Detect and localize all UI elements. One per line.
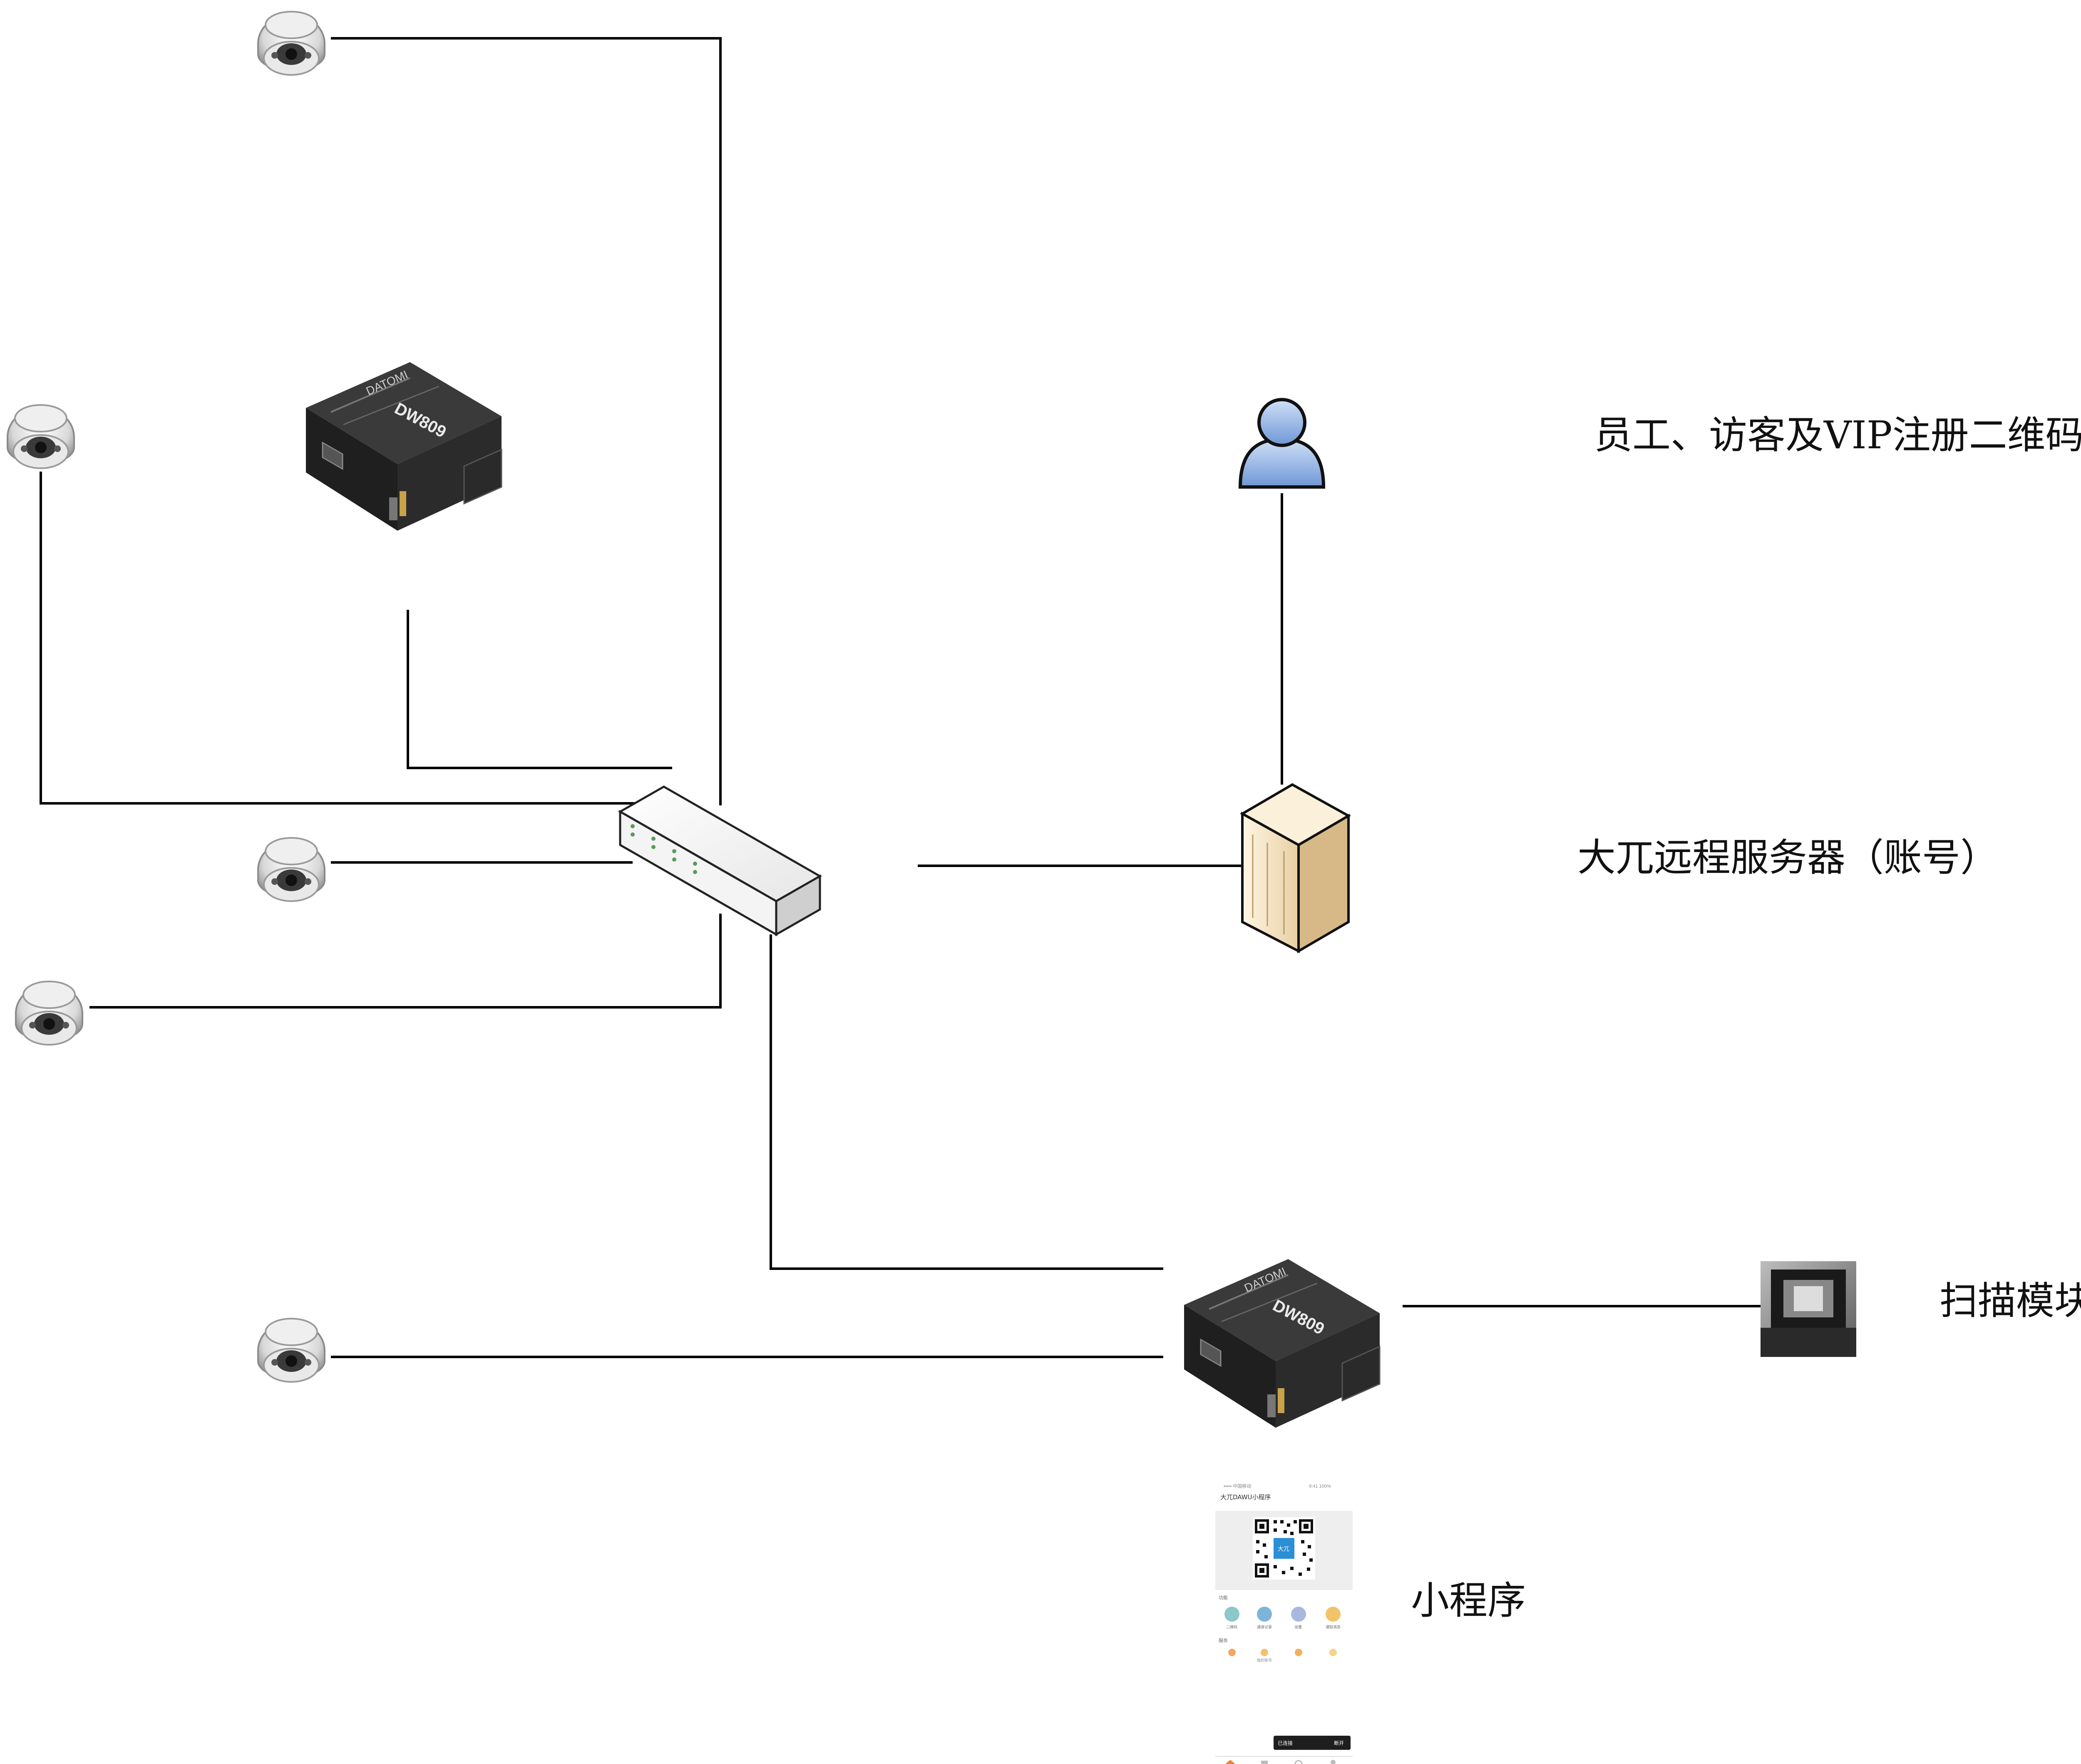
phone-grid-label-1: 通道记录 — [1257, 1625, 1272, 1630]
connection-lines — [40, 37, 1761, 1358]
phone-status-left: ••••• 中国移动 — [1224, 1483, 1251, 1489]
label-scan-module: 扫描模块 — [1939, 1279, 2081, 1323]
scanner-icon — [1761, 1261, 1856, 1357]
phone-grid-label-3: 通知消息 — [1326, 1625, 1341, 1630]
label-registration-qr: 员工、访客及VIP注册二维码 — [1594, 413, 2081, 457]
link-switch-controller2 — [770, 934, 1163, 1270]
dome-camera-icon — [257, 1318, 325, 1383]
controller-icon: DW809 DATOMI — [305, 361, 502, 532]
phone-toast-right: 断开 — [1334, 1740, 1344, 1746]
phone-row2-label: 我的账号 — [1257, 1658, 1272, 1663]
phone-tabbar: 首页 记录 发现 我 — [1225, 1760, 1336, 1764]
label-remote-server: 大兀远程服务器（账号） — [1577, 835, 1999, 880]
phone-title: 大兀DAWU小程序 — [1220, 1493, 1271, 1501]
phone-toast-left: 已连接 — [1278, 1740, 1293, 1746]
phone-grid-label-0: 二维码 — [1226, 1625, 1237, 1630]
label-mini-program: 小程序 — [1411, 1578, 1526, 1623]
controller-icon: DW809 DATOMI — [1183, 1258, 1381, 1429]
phone-status-right: 9:41 100% — [1309, 1484, 1331, 1489]
user-icon — [1238, 398, 1326, 489]
switch-icon — [618, 785, 822, 937]
dome-camera-icon — [257, 837, 325, 902]
link-cam1-switch — [331, 37, 722, 805]
phone-grid-label-2: 设置 — [1294, 1625, 1302, 1630]
phone-grid: 二维码 通道记录 设置 通知消息 — [1224, 1607, 1341, 1630]
phone-icon: ••••• 中国移动 9:41 100% 大兀DAWU小程序 大兀 功能 二维码… — [1215, 1482, 1353, 1764]
dome-camera-icon — [15, 981, 83, 1046]
qr-code — [1255, 1519, 1313, 1578]
dome-camera-icon — [257, 11, 325, 76]
link-cam4-switch — [89, 914, 722, 1009]
phone-section-1: 功能 — [1219, 1595, 1228, 1600]
phone-service-row: 我的账号 — [1228, 1649, 1337, 1663]
dome-camera-icon — [7, 404, 75, 469]
server-icon — [1239, 783, 1351, 954]
link-cam2-switch — [40, 472, 649, 805]
link-controller-switch — [407, 610, 672, 769]
qr-badge: 大兀 — [1278, 1546, 1289, 1553]
phone-section-2: 服务 — [1219, 1638, 1228, 1643]
